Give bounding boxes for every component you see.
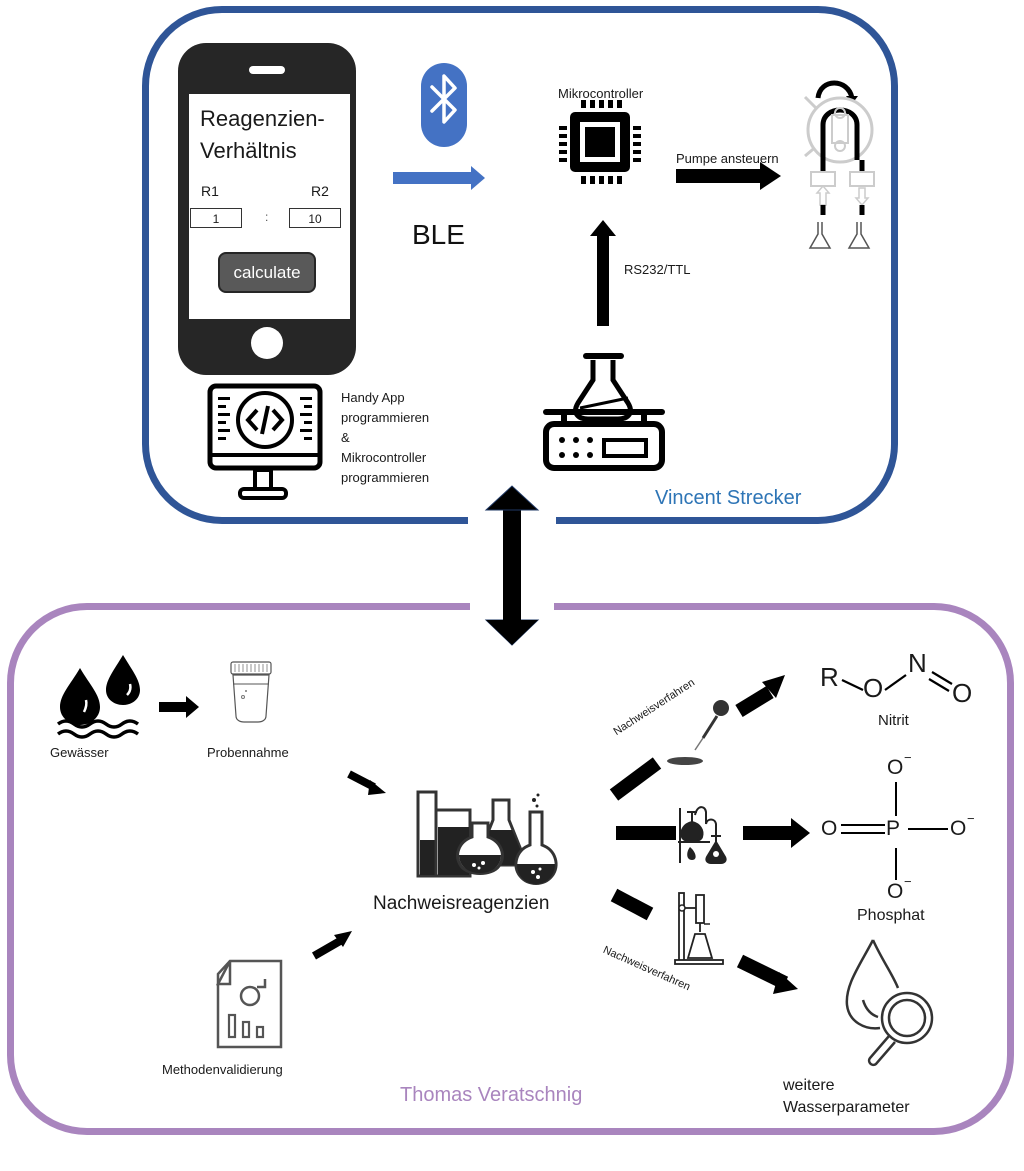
reagents-label: Nachweisreagenzien [373,893,550,914]
atom-o-left: O [821,817,838,840]
atom-o: O [863,673,884,703]
calculate-button[interactable]: calculate [218,252,316,293]
phone-home-button[interactable] [251,327,283,359]
r1-input[interactable]: 1 [190,208,242,228]
team2-author: Thomas Veratschnig [400,1084,583,1106]
r1-label: R1 [201,183,219,199]
programming-label: Handy App programmieren & Mikrocontrolle… [341,390,430,485]
team1-author: Vincent Strecker [655,487,802,509]
validation-label: Methodenvalidierung [162,1062,283,1077]
atom-o-top: O [887,756,904,779]
charge-minus: − [904,874,912,889]
serial-label: RS232/TTL [624,262,691,277]
box-gap-bottom [470,600,554,614]
pump-control-label: Pumpe ansteuern [676,151,779,166]
charge-minus: − [967,811,975,826]
app-title-line1: Reagenzien- [200,106,325,131]
microcontroller-label: Mikrocontroller [558,86,644,101]
atom-r: R [820,662,839,692]
r2-input[interactable]: 10 [289,208,341,228]
atom-o-bottom: O [887,880,904,903]
atom-o: O [952,678,973,708]
sampling-label: Probennahme [207,745,289,760]
ble-label: BLE [412,219,465,250]
r2-label: R2 [311,183,329,199]
atom-p: P [886,817,901,840]
nitrite-label: Nitrit [878,712,909,729]
atom-o-right: O [950,817,967,840]
app-title-line2: Verhältnis [200,138,297,163]
app-title: Reagenzien- Verhältnis [200,103,325,167]
charge-minus: − [904,750,912,765]
atom-n: N [908,648,927,678]
water-label: Gewässer [50,745,109,760]
ratio-separator: : [265,210,269,224]
box-gap [468,512,556,526]
phone-speaker [249,66,285,74]
other-params-label: weitere Wasserparameter [783,1077,910,1116]
phosphate-label: Phosphat [857,907,925,924]
